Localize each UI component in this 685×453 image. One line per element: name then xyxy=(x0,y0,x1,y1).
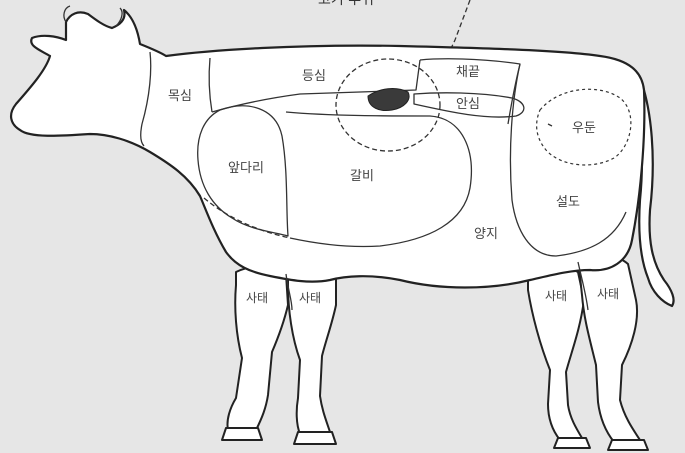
label-galbi: 갈비 xyxy=(350,169,374,184)
label-satae-3: 사태 xyxy=(545,289,567,303)
label-ansim: 안심 xyxy=(456,97,480,112)
label-satae-4: 사태 xyxy=(597,287,619,301)
hoof-4 xyxy=(608,440,648,450)
hind-leg-front xyxy=(578,255,640,442)
label-yangji: 양지 xyxy=(474,227,498,242)
label-deungsim: 등심 xyxy=(302,69,326,84)
label-satae-1: 사태 xyxy=(246,291,268,305)
label-seoldo: 설도 xyxy=(556,195,580,210)
hoof-1 xyxy=(222,428,262,440)
hoof-3 xyxy=(554,438,590,448)
label-moksim: 목심 xyxy=(168,89,192,104)
cow-body xyxy=(11,10,644,288)
label-apdari: 앞다리 xyxy=(228,161,264,176)
label-udun: 우둔 xyxy=(572,121,596,136)
label-satae-2: 사태 xyxy=(299,291,321,305)
top-caption: 고기 부위 xyxy=(318,0,374,8)
label-chaekkeut: 채끝 xyxy=(456,65,480,80)
hoof-2 xyxy=(294,432,336,444)
